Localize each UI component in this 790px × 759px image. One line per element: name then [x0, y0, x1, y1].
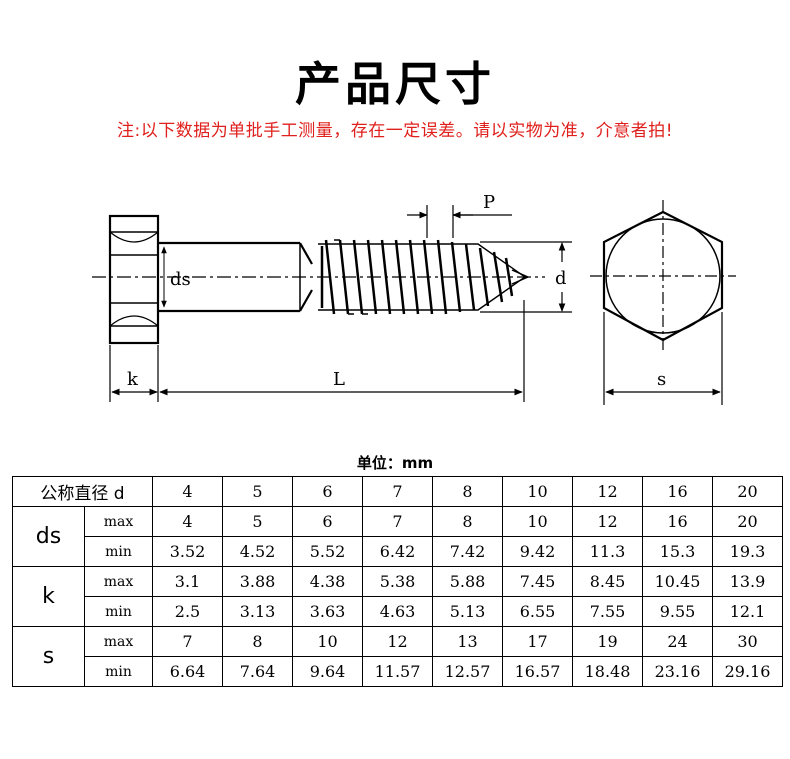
- value-cell: 7.45: [502, 566, 573, 597]
- group-label-s: s: [12, 626, 85, 687]
- value-cell: 17: [502, 626, 573, 657]
- value-cell: 3.13: [222, 596, 293, 627]
- value-cell: 12.1: [712, 596, 783, 627]
- value-cell: 13.9: [712, 566, 783, 597]
- dim-d: [480, 241, 572, 313]
- value-cell: 6: [292, 506, 363, 537]
- row-label-max: max: [84, 506, 153, 537]
- value-cell: 4.52: [222, 536, 293, 567]
- value-cell: 5.38: [362, 566, 433, 597]
- label-s: s: [657, 369, 666, 390]
- row-label-max: max: [84, 566, 153, 597]
- value-cell: 8: [432, 506, 503, 537]
- group-label-ds: ds: [12, 506, 85, 567]
- value-cell: 7.64: [222, 656, 293, 687]
- value-cell: 3.63: [292, 596, 363, 627]
- header-size-cell: 8: [432, 476, 503, 507]
- unit-label: 单位：mm: [356, 454, 434, 472]
- value-cell: 7: [362, 506, 433, 537]
- value-cell: 10: [502, 506, 573, 537]
- value-cell: 16: [642, 506, 713, 537]
- value-cell: 5.88: [432, 566, 503, 597]
- disclaimer-note: 注:以下数据为单批手工测量，存在一定误差。请以实物为准，介意者拍!: [116, 121, 674, 141]
- value-cell: 4: [152, 506, 223, 537]
- value-cell: 10: [292, 626, 363, 657]
- dim-k-l: [109, 300, 525, 402]
- value-cell: 11.57: [362, 656, 433, 687]
- group-label-k: k: [12, 566, 85, 627]
- label-l: L: [333, 369, 345, 390]
- value-cell: 2.5: [152, 596, 223, 627]
- value-cell: 19: [572, 626, 643, 657]
- value-cell: 5.52: [292, 536, 363, 567]
- value-cell: 4.63: [362, 596, 433, 627]
- value-cell: 7: [152, 626, 223, 657]
- header-size-cell: 5: [222, 476, 293, 507]
- screw-head-side: [108, 214, 160, 345]
- value-cell: 12: [572, 506, 643, 537]
- value-cell: 12.57: [432, 656, 503, 687]
- header-nominal-diameter: 公称直径 d: [12, 476, 153, 507]
- value-cell: 19.3: [712, 536, 783, 567]
- label-p: P: [483, 192, 495, 213]
- value-cell: 7.42: [432, 536, 503, 567]
- value-cell: 30: [712, 626, 783, 657]
- value-cell: 7.55: [572, 596, 643, 627]
- value-cell: 11.3: [572, 536, 643, 567]
- value-cell: 3.52: [152, 536, 223, 567]
- value-cell: 5: [222, 506, 293, 537]
- value-cell: 15.3: [642, 536, 713, 567]
- header-size-cell: 7: [362, 476, 433, 507]
- header-size-cell: 10: [502, 476, 573, 507]
- value-cell: 12: [362, 626, 433, 657]
- label-k: k: [127, 369, 139, 390]
- header-size-cell: 16: [642, 476, 713, 507]
- value-cell: 6.42: [362, 536, 433, 567]
- screw-thread: [318, 239, 529, 315]
- screw-dimension-diagram: ds P d k L s: [92, 192, 736, 405]
- value-cell: 9.64: [292, 656, 363, 687]
- value-cell: 8.45: [572, 566, 643, 597]
- hex-head-end-view: [590, 200, 736, 405]
- header-size-cell: 4: [152, 476, 223, 507]
- value-cell: 4.38: [292, 566, 363, 597]
- header-size-cell: 20: [712, 476, 783, 507]
- value-cell: 6.55: [502, 596, 573, 627]
- row-label-min: min: [84, 656, 153, 687]
- dim-p: [407, 205, 512, 238]
- header-size-cell: 12: [572, 476, 643, 507]
- page-title: 产品尺寸: [295, 57, 495, 111]
- value-cell: 8: [222, 626, 293, 657]
- label-d: d: [555, 268, 567, 289]
- value-cell: 9.42: [502, 536, 573, 567]
- value-cell: 16.57: [502, 656, 573, 687]
- row-label-max: max: [84, 626, 153, 657]
- value-cell: 18.48: [572, 656, 643, 687]
- value-cell: 13: [432, 626, 503, 657]
- value-cell: 3.1: [152, 566, 223, 597]
- label-ds: ds: [170, 269, 191, 290]
- row-label-min: min: [84, 536, 153, 567]
- value-cell: 5.13: [432, 596, 503, 627]
- row-label-min: min: [84, 596, 153, 627]
- value-cell: 9.55: [642, 596, 713, 627]
- value-cell: 10.45: [642, 566, 713, 597]
- screw-shank: [158, 241, 313, 313]
- value-cell: 23.16: [642, 656, 713, 687]
- value-cell: 3.88: [222, 566, 293, 597]
- value-cell: 29.16: [712, 656, 783, 687]
- header-size-cell: 6: [292, 476, 363, 507]
- value-cell: 20: [712, 506, 783, 537]
- value-cell: 24: [642, 626, 713, 657]
- value-cell: 6.64: [152, 656, 223, 687]
